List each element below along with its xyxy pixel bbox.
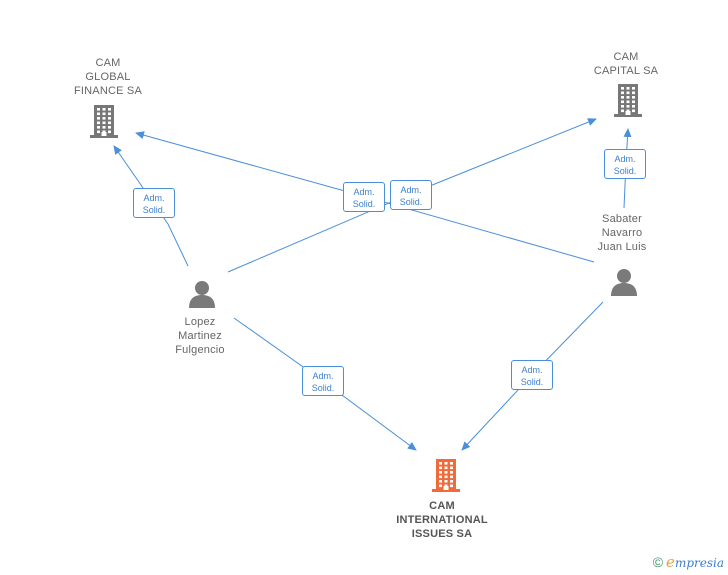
- building-icon[interactable]: [88, 104, 120, 145]
- edge-label-adm-solid[interactable]: Adm. Solid.: [302, 366, 344, 396]
- person-icon[interactable]: [609, 267, 639, 302]
- edge-label-adm-solid[interactable]: Adm. Solid.: [390, 180, 432, 210]
- building-icon-focus[interactable]: [430, 458, 462, 499]
- footer: © empresia: [653, 553, 724, 571]
- node-label-sabater-navarro[interactable]: Sabater Navarro Juan Luis: [597, 213, 647, 253]
- node-label-cam-global-finance[interactable]: CAM GLOBAL FINANCE SA: [73, 57, 142, 97]
- edge-label-adm-solid[interactable]: Adm. Solid.: [604, 149, 646, 179]
- edge-label-adm-solid[interactable]: Adm. Solid.: [343, 182, 385, 212]
- brand-logo[interactable]: empresia: [666, 553, 724, 571]
- node-label-cam-capital[interactable]: CAM CAPITAL SA: [593, 51, 659, 77]
- person-icon[interactable]: [187, 279, 217, 314]
- building-icon[interactable]: [612, 83, 644, 124]
- edge-label-adm-solid[interactable]: Adm. Solid.: [133, 188, 175, 218]
- edge-label-adm-solid[interactable]: Adm. Solid.: [511, 360, 553, 390]
- node-label-cam-international-issues[interactable]: CAM INTERNATIONAL ISSUES SA: [396, 500, 488, 540]
- edge-lopez_martinez-to-cam_global_finance: [113, 145, 189, 267]
- node-label-lopez-martinez[interactable]: Lopez Martinez Fulgencio: [175, 316, 225, 356]
- copyright-symbol: ©: [652, 554, 664, 570]
